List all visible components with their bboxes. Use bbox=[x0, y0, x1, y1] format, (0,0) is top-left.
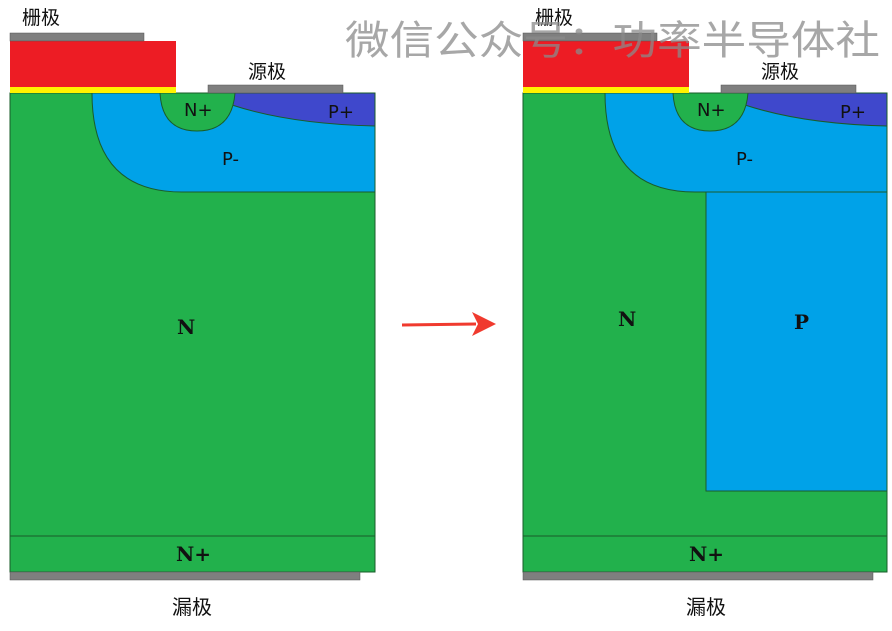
right-device: 栅极 源极 漏极 N+ P+ P- N P N+ bbox=[522, 7, 888, 619]
right-gate-label: 栅极 bbox=[535, 7, 573, 29]
right-gate-metal bbox=[522, 32, 658, 42]
left-device: 栅极 源极 漏极 N+ P+ P- N N+ bbox=[9, 7, 376, 619]
left-drain-label: 漏极 bbox=[172, 595, 212, 619]
left-p-plus-label: P+ bbox=[328, 102, 354, 123]
right-drain-label: 漏极 bbox=[686, 595, 726, 619]
left-gate-label: 栅极 bbox=[22, 7, 60, 29]
right-source-label: 源极 bbox=[761, 61, 799, 83]
right-gate-poly bbox=[523, 41, 689, 87]
left-source-label: 源极 bbox=[248, 61, 286, 83]
right-source-metal bbox=[720, 84, 857, 94]
left-gate-oxide bbox=[10, 87, 176, 93]
right-p-pillar-label: P bbox=[794, 310, 809, 334]
left-n-plus-source bbox=[159, 92, 236, 132]
left-n-plus-source-label: N+ bbox=[184, 100, 213, 121]
left-drain-metal bbox=[9, 571, 361, 581]
left-source-metal bbox=[207, 84, 344, 94]
right-n-plus-substrate-label: N+ bbox=[689, 542, 724, 566]
left-gate-poly bbox=[10, 41, 176, 87]
left-p-minus-label: P- bbox=[222, 149, 239, 170]
arrow-right-icon bbox=[401, 312, 496, 336]
right-p-pillar bbox=[705, 191, 888, 492]
right-n-plus-source-label: N+ bbox=[697, 100, 726, 121]
left-n-drift-label: N bbox=[177, 315, 195, 339]
right-n-plus-source bbox=[672, 92, 749, 132]
left-n-plus-substrate bbox=[9, 535, 376, 573]
right-n-plus-substrate bbox=[522, 535, 888, 573]
watermark-text: 微信公众号：功率半导体社 bbox=[345, 18, 880, 64]
right-gate-oxide bbox=[523, 87, 689, 93]
right-drain-metal bbox=[522, 571, 874, 581]
right-n-drift-label: N bbox=[618, 307, 636, 331]
right-p-minus-label: P- bbox=[736, 149, 753, 170]
left-n-plus-substrate-label: N+ bbox=[176, 542, 211, 566]
left-p-plus-region bbox=[224, 92, 376, 127]
left-gate-metal bbox=[9, 32, 145, 42]
right-p-plus-region bbox=[737, 92, 888, 127]
right-p-plus-label: P+ bbox=[840, 102, 866, 123]
